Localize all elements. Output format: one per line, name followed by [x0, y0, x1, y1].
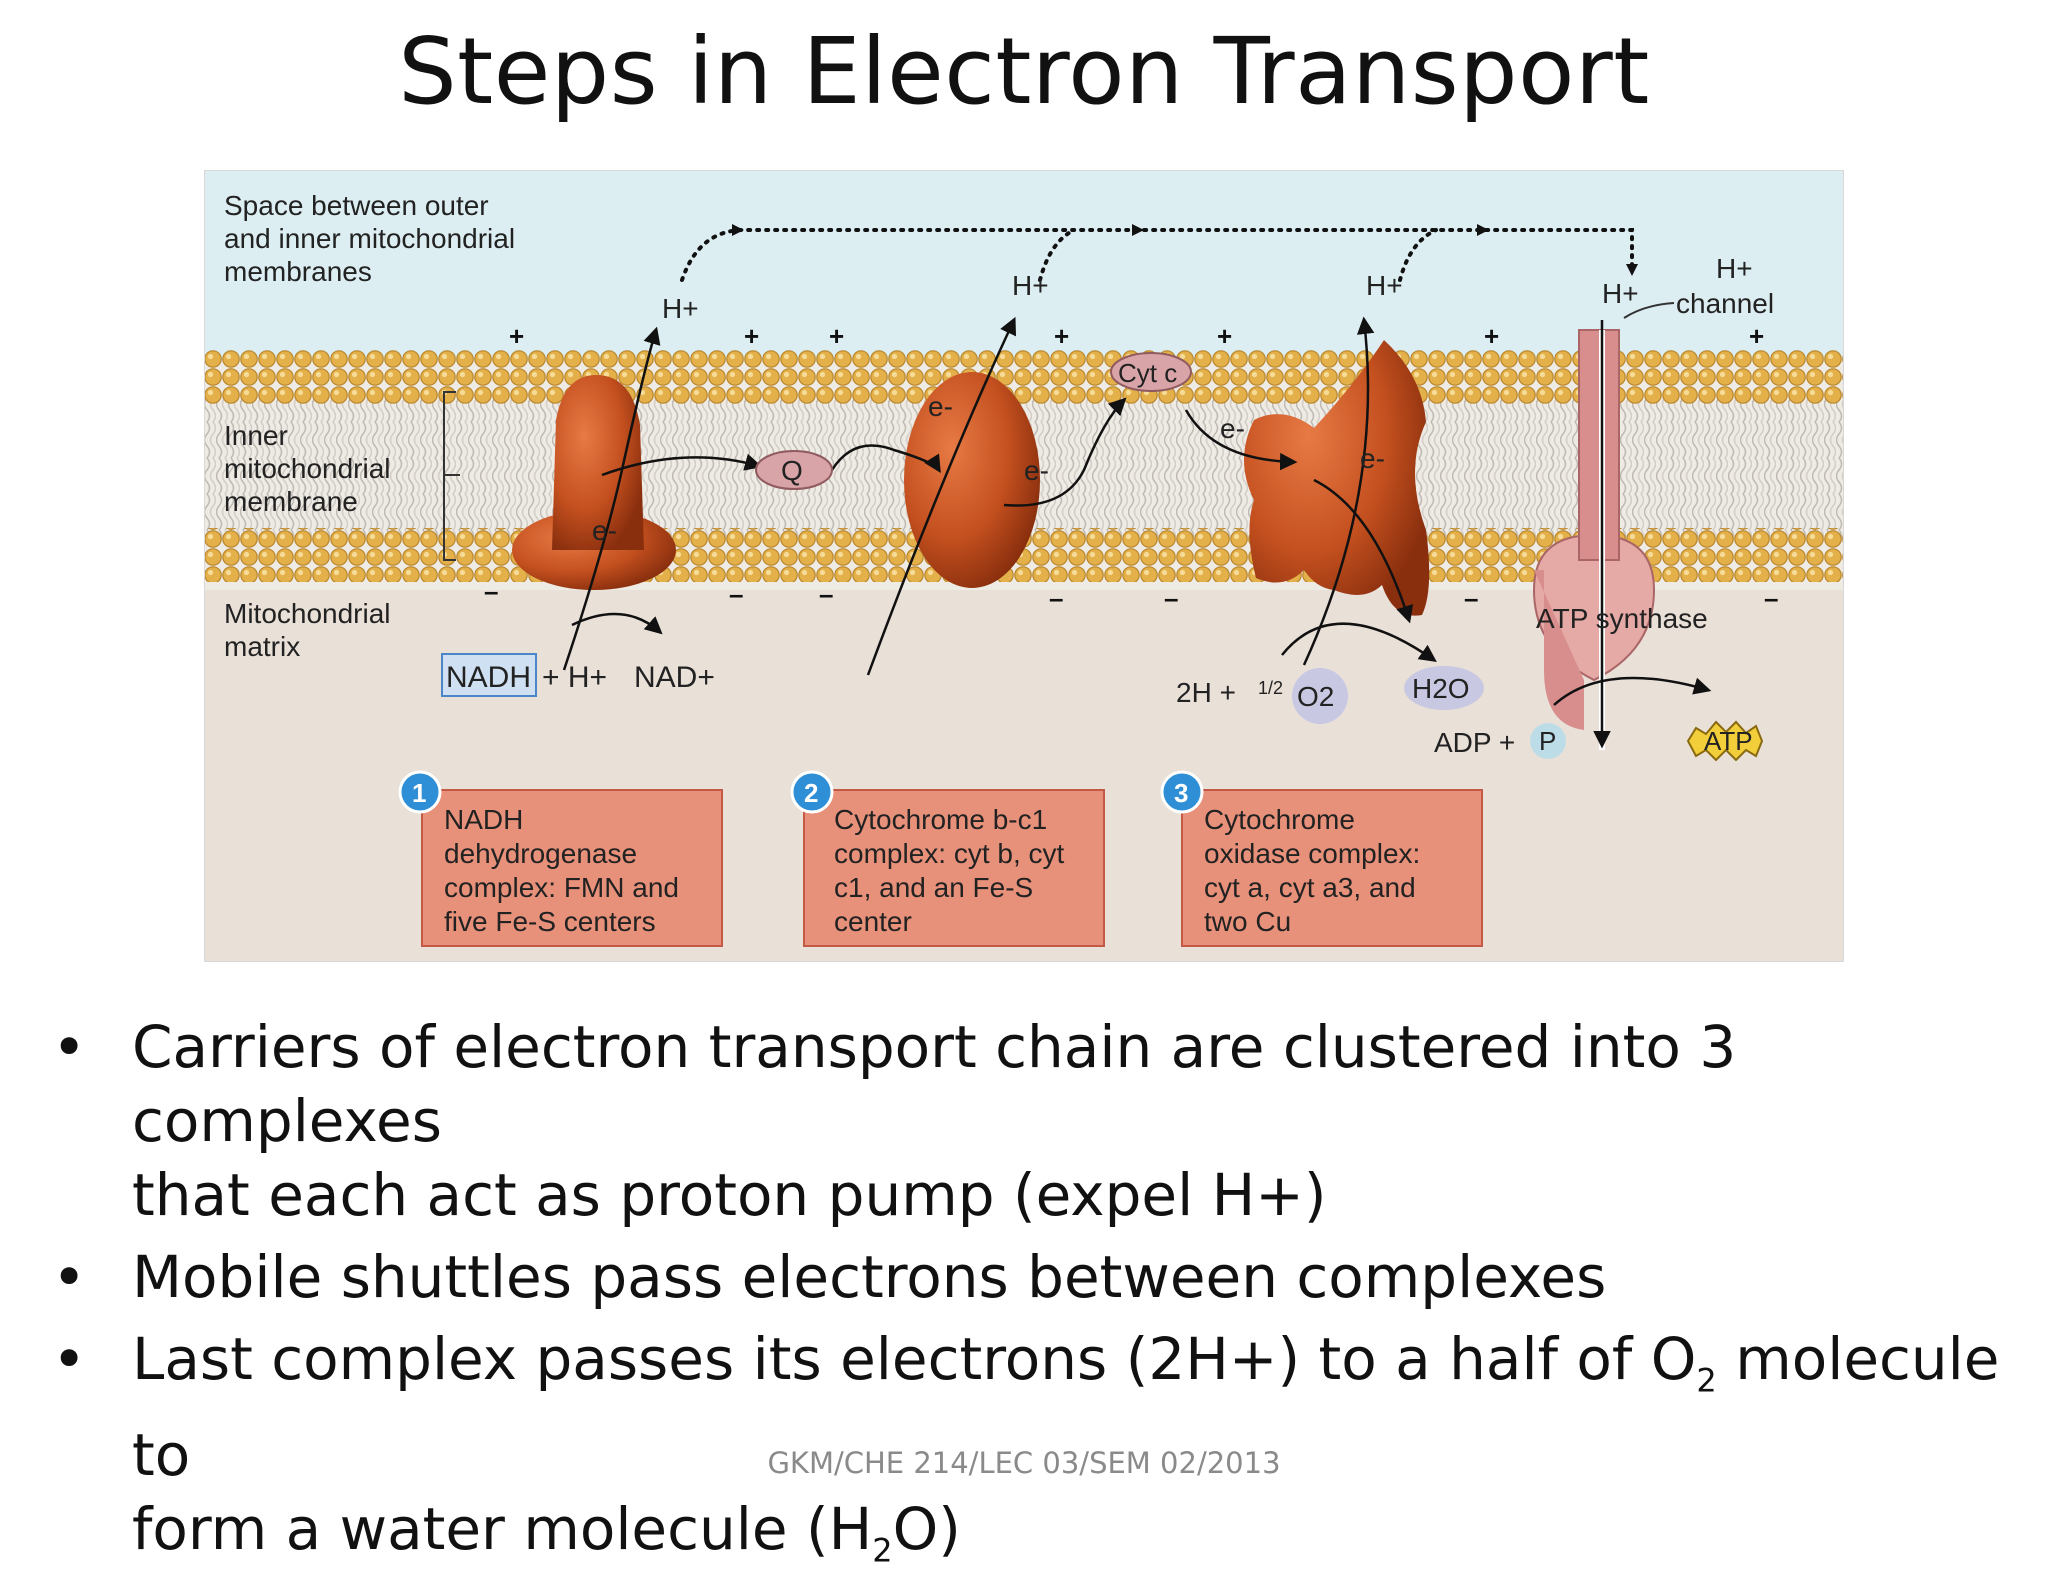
svg-text:–: –	[484, 576, 498, 606]
charge-signs: + + + + + + + – – – – – – –	[484, 321, 1778, 613]
phosphate-label: P	[1530, 723, 1566, 759]
complex-1-box: 1 NADH dehydrogenase complex: FMN and fi…	[398, 770, 723, 947]
bullet-dot: •	[52, 1243, 87, 1311]
svg-text:H+: H+	[1012, 270, 1049, 301]
matrix-label: Mitochondrial matrix	[224, 598, 398, 662]
svg-text:H+: H+	[662, 293, 699, 324]
svg-text:e-: e-	[1220, 413, 1245, 444]
svg-text:–: –	[1464, 583, 1478, 613]
half-label: 1/2	[1258, 678, 1283, 698]
proton-flow-path	[680, 228, 1634, 282]
electron-transport-figure: Space between outer and inner mitochondr…	[204, 170, 1844, 962]
svg-text:e-: e-	[1024, 455, 1049, 486]
bullet-dot: •	[52, 1013, 87, 1081]
h-channel-label: channel	[1676, 288, 1774, 319]
svg-text:NADH dehydrogenase: NADH dehydrogenase complex: FMN and five…	[444, 804, 687, 937]
svg-text:–: –	[1049, 583, 1063, 613]
nad-plus-label: NAD+	[634, 661, 715, 694]
svg-text:–: –	[819, 579, 833, 609]
atp-synthase-label: ATP synthase	[1536, 603, 1708, 634]
svg-text:+: +	[744, 321, 759, 351]
svg-text:2: 2	[804, 778, 818, 808]
svg-text:Q: Q	[781, 455, 803, 486]
atp-label: ATP	[1686, 720, 1764, 762]
proton-labels: H+ H+ H+ H+ H+	[662, 253, 1753, 324]
svg-text:O2: O2	[1297, 681, 1334, 712]
complex-3-protein	[1244, 340, 1430, 616]
intermembrane-background	[204, 170, 1844, 360]
svg-text:Cytochrome oxidase compl: Cytochrome oxidase complex: cyt a, cyt a…	[1204, 804, 1428, 937]
svg-text:+: +	[829, 321, 844, 351]
complex-2-protein	[904, 372, 1040, 588]
bullet-list: • Carriers of electron transport chain a…	[52, 1010, 2002, 1595]
water-label: H2O	[1404, 666, 1484, 710]
svg-text:Cyt c: Cyt c	[1118, 358, 1177, 388]
complex-3-box: 3 Cytochrome oxidase complex: cyt a, cyt…	[1160, 770, 1483, 947]
svg-text:+: +	[1484, 321, 1499, 351]
svg-text:H+: H+	[1716, 253, 1753, 284]
svg-text:+: +	[1054, 321, 1069, 351]
svg-text:–: –	[1164, 583, 1178, 613]
electron-labels: e- e- e- e- e-	[592, 391, 1385, 546]
svg-text:3: 3	[1174, 778, 1188, 808]
svg-text:e-: e-	[928, 391, 953, 422]
cytochrome-c-shuttle: Cyt c	[1110, 352, 1192, 392]
svg-text:1: 1	[412, 778, 426, 808]
slide-title: Steps in Electron Transport	[398, 18, 1650, 125]
slide-footer: GKM/CHE 214/LEC 03/SEM 02/2013	[767, 1446, 1281, 1480]
membrane-bracket	[443, 391, 460, 561]
svg-text:–: –	[1764, 583, 1778, 613]
svg-text:+: +	[1749, 321, 1764, 351]
nadh-highlight-box	[441, 653, 537, 697]
h-plus-label: + H+	[542, 661, 607, 694]
svg-text:–: –	[729, 579, 743, 609]
svg-text:+: +	[509, 321, 524, 351]
svg-text:H2O: H2O	[1412, 673, 1470, 704]
electron-pathway	[562, 316, 1712, 706]
intermembrane-label: Space between outer and inner mitochondr…	[224, 190, 523, 287]
svg-text:Cytochrome b-c1 complex:: Cytochrome b-c1 complex: cyt b, cyt c1, …	[834, 804, 1072, 937]
adp-label: ADP +	[1434, 727, 1515, 758]
svg-text:P: P	[1539, 726, 1556, 756]
svg-text:H+: H+	[1366, 270, 1403, 301]
oxygen-label: O2	[1292, 668, 1348, 724]
complex-2-box: 2 Cytochrome b-c1 complex: cyt b, cyt c1…	[790, 770, 1105, 947]
svg-text:e-: e-	[592, 515, 617, 546]
two-h-label: 2H +	[1176, 677, 1236, 708]
svg-text:+: +	[1217, 321, 1232, 351]
bullet-item-1: • Carriers of electron transport chain a…	[52, 1010, 2002, 1232]
atp-synthase	[1532, 320, 1656, 750]
bullet-item-2: • Mobile shuttles pass electrons between…	[52, 1240, 2002, 1314]
svg-text:e-: e-	[1360, 443, 1385, 474]
svg-text:H+: H+	[1602, 278, 1639, 309]
ubiquinone-shuttle: Q	[755, 450, 833, 490]
nadh-label: NADH	[446, 661, 531, 694]
inner-membrane-label: Inner mitochondrial membrane	[224, 420, 398, 517]
bullet-dot: •	[52, 1325, 87, 1393]
svg-text:ATP: ATP	[1704, 726, 1753, 756]
complex-1-protein	[512, 375, 676, 590]
